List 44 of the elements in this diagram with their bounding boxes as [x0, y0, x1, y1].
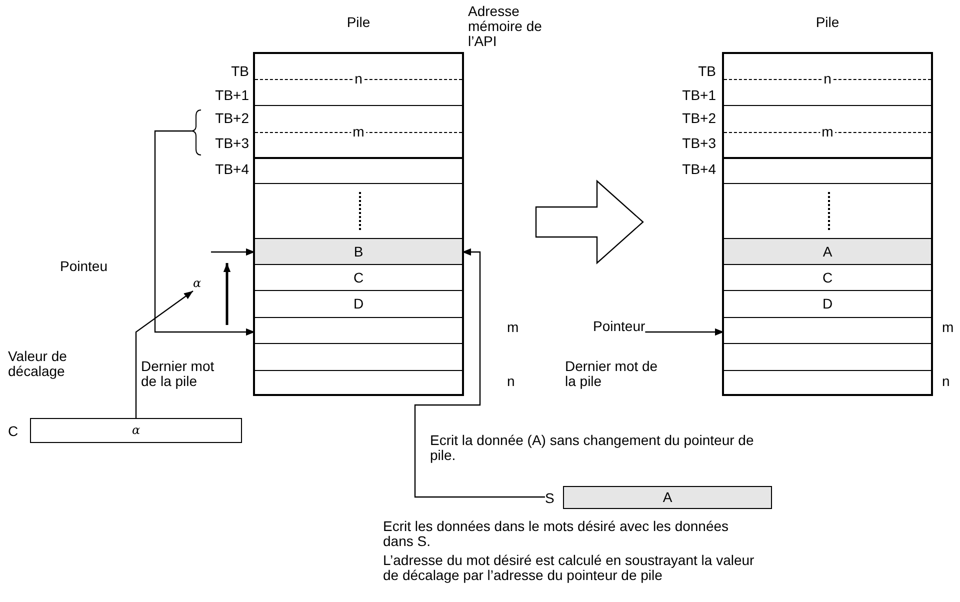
cell-value: D — [821, 296, 834, 312]
address-label: TB+4 — [682, 162, 716, 177]
address-label: TB+2 — [682, 111, 716, 126]
cell-value: C — [352, 270, 365, 285]
address-label: TB — [698, 64, 716, 79]
value-marker: m — [942, 320, 955, 335]
stack-end-label: Dernier mot de la pile — [565, 359, 659, 389]
arrow — [414, 248, 545, 498]
offset-symbol: α — [193, 276, 202, 291]
data-word: α — [30, 418, 242, 443]
pointer-label: Pointeur — [593, 319, 646, 334]
address-label: TB+4 — [215, 162, 249, 177]
arrow — [135, 290, 194, 418]
cell-value: D — [352, 296, 365, 312]
cell-value: B — [352, 244, 364, 259]
cell-value: A — [822, 244, 834, 259]
address-label: TB+1 — [215, 88, 249, 103]
value-marker: n — [942, 374, 951, 389]
address-label: TB+2 — [215, 111, 249, 126]
transition-arrow — [535, 180, 644, 264]
operand-label: C — [8, 422, 18, 438]
cell-value: C — [821, 270, 834, 285]
data-word: A — [563, 486, 772, 509]
address-label: TB+3 — [215, 136, 249, 151]
memory-cell — [255, 238, 462, 264]
column-caption: Adresse mémoire de l’API — [468, 4, 543, 49]
stack-heading: Pile — [346, 14, 370, 30]
stack-end-label: Dernier mot de la pile — [141, 359, 216, 389]
arrow — [211, 248, 255, 256]
memory-cell — [724, 238, 931, 264]
note-text: Ecrit les données dans le mots désiré avec les données dans S. — [383, 519, 730, 549]
address-label: TB — [231, 64, 249, 79]
address-label: TB+3 — [682, 136, 716, 151]
value-marker: m — [507, 320, 520, 335]
stack-heading: Pile — [816, 14, 840, 30]
value-marker: n — [507, 374, 516, 389]
note-text: Ecrit la donnée (A) sans changement du pointeur de pile. — [430, 433, 755, 463]
offset-label: Valeur de décalage — [8, 349, 68, 379]
operand-label: S — [545, 490, 554, 506]
arrow — [154, 130, 255, 336]
address-label: TB+1 — [682, 88, 716, 103]
arrow — [645, 328, 724, 336]
pointer-label: Pointeu — [60, 259, 108, 274]
note-text: L’adresse du mot désiré est calculé en soustrayant la valeur de décalage par l’adresse du pointeur de pile — [383, 553, 756, 583]
